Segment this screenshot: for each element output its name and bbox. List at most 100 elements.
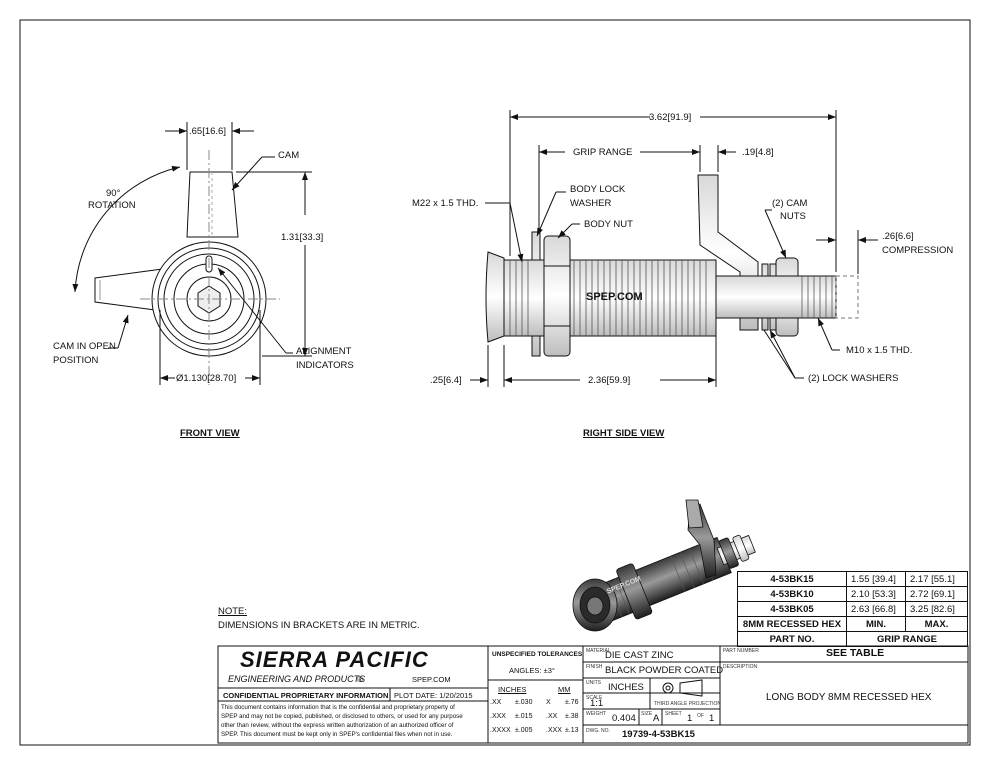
table-subheader: 8MM RECESSED HEX MIN. MAX. (737, 616, 968, 632)
title-block-lines (217, 645, 969, 744)
cam-open-label-1: CAM IN OPEN (53, 341, 116, 352)
lock-washer-label-1: BODY LOCK (570, 184, 626, 195)
weight-label: WEIGHT (586, 711, 606, 717)
tolerance-title: UNSPECIFIED TOLERANCES (492, 651, 583, 658)
cam-thickness-dim: .19[4.8] (742, 147, 774, 158)
front-view-title: FRONT VIEW (180, 428, 240, 439)
finish-value: BLACK POWDER COATED (605, 665, 724, 676)
tol-in-value: ±.005 (515, 727, 533, 734)
confidential-label: CONFIDENTIAL PROPRIETARY INFORMATION (223, 691, 389, 700)
part-cell: 4-53BK15 (737, 571, 847, 587)
dwg-label: DWG. NO. (586, 728, 610, 734)
front-view-drawing (72, 122, 312, 385)
part-cell: 4-53BK10 (737, 586, 847, 602)
tol-mm: .XXX (546, 727, 562, 734)
tol-in-value: ±.015 (515, 713, 533, 720)
cam-nuts-label-2: NUTS (780, 211, 806, 222)
part-cell: 4-53BK05 (737, 601, 847, 617)
disclaimer-line: SPEP. This document must be kept only in… (221, 731, 453, 738)
tol-mm: X (546, 699, 551, 706)
table-row: 4-53BK15 1.55 [39.4] 2.17 [55.1] (737, 571, 968, 587)
side-view-title: RIGHT SIDE VIEW (583, 428, 665, 439)
weight-value: 0.404 (612, 713, 636, 724)
flange-thickness-dim: .25[6.4] (430, 375, 462, 386)
sheet-label: SHEET (665, 711, 682, 717)
disclaimer-line: This document contains information that … (221, 704, 455, 711)
header-part: PART NO. (737, 631, 847, 647)
part-number-label: PART NUMBER (723, 648, 759, 654)
units-value: INCHES (608, 682, 644, 693)
side-view-drawing (470, 110, 878, 387)
company-name: SIERRA PACIFIC (240, 647, 429, 672)
body-thread-label: M22 x 1.5 THD. (412, 198, 479, 209)
part-number-value: SEE TABLE (826, 647, 885, 659)
of-value: 1 (709, 713, 715, 724)
subheader-part: 8MM RECESSED HEX (737, 616, 847, 632)
front-height-dim: 1.31[33.3] (281, 232, 324, 243)
compression-label: COMPRESSION (882, 245, 954, 256)
plot-date: PLOT DATE: 1/20/2015 (394, 691, 473, 700)
finish-label: FINISH (586, 664, 603, 670)
tol-in: .XX (490, 699, 502, 706)
body-nut-label: BODY NUT (584, 219, 633, 230)
mm-header: MM (558, 685, 571, 694)
min-cell: 1.55 [39.4] (846, 571, 906, 587)
tol-in: .XXXX (490, 727, 511, 734)
inches-header: INCHES (498, 685, 527, 694)
body-length-dim: 2.36[59.9] (588, 375, 631, 386)
company-website: SPEP.COM (412, 675, 451, 684)
subheader-min: MIN. (846, 616, 906, 632)
rotation-label: ROTATION (88, 200, 136, 211)
compression-dim: .26[6.6] (882, 231, 914, 242)
isometric-view (572, 499, 756, 632)
drawing-number: 19739-4-53BK15 (622, 729, 695, 740)
tol-in-value: ±.030 (515, 699, 533, 706)
sheet-border (19, 19, 971, 746)
table-row: 4-53BK05 2.63 [66.8] 3.25 [82.6] (737, 601, 968, 617)
tol-mm-value: ±.13 (565, 727, 579, 734)
max-cell: 2.17 [55.1] (905, 571, 968, 587)
rotation-angle-label: 90° (106, 188, 121, 199)
sheet-value: 1 (687, 713, 693, 724)
size-label: SIZE (641, 711, 653, 717)
stud-thread-label: M10 x 1.5 THD. (846, 345, 913, 356)
tol-mm-value: ±.76 (565, 699, 579, 706)
lock-washer-label-2: WASHER (570, 198, 612, 209)
disclaimer-line: SPEP and may not be copied, published, o… (221, 713, 463, 720)
cam-open-label-2: POSITION (53, 355, 99, 366)
alignment-label-2: INDICATORS (296, 360, 354, 371)
grip-range-table: 4-53BK15 1.55 [39.4] 2.17 [55.1] 4-53BK1… (737, 571, 968, 647)
note-text: DIMENSIONS IN BRACKETS ARE IN METRIC. (218, 620, 420, 631)
registered-mark: ® (357, 675, 363, 684)
body-marking: SPEP.COM (586, 291, 643, 303)
size-value: A (653, 713, 660, 724)
material-value: DIE CAST ZINC (605, 650, 674, 661)
company-subtitle: ENGINEERING AND PRODUCTS (228, 674, 366, 684)
projection-label: THIRD ANGLE PROJECTION (654, 701, 721, 707)
max-cell: 2.72 [69.1] (905, 586, 968, 602)
front-width-dim: .65[16.6] (189, 126, 226, 137)
description-value: LONG BODY 8MM RECESSED HEX (766, 692, 932, 703)
subheader-max: MAX. (905, 616, 968, 632)
cam-label: CAM (278, 150, 300, 161)
table-header: PART NO. GRIP RANGE (737, 631, 968, 647)
tol-mm-value: ±.38 (565, 713, 579, 720)
min-cell: 2.10 [53.3] (846, 586, 906, 602)
cam-nuts-label-1: (2) CAM (772, 198, 808, 209)
front-diameter-dim: Ø1.130[28.70] (176, 373, 237, 384)
units-label: UNITS (586, 680, 601, 686)
tol-mm: .XX (546, 713, 558, 720)
disclaimer-line: other than review, without the express w… (221, 722, 454, 729)
grip-range-dim: GRIP RANGE (573, 147, 633, 158)
of-label: OF (697, 713, 704, 719)
note-heading: NOTE: (218, 606, 248, 617)
header-range: GRIP RANGE (846, 631, 968, 647)
tol-in: .XXX (490, 713, 506, 720)
min-cell: 2.63 [66.8] (846, 601, 906, 617)
lock-washers-label: (2) LOCK WASHERS (808, 373, 899, 384)
description-label: DESCRIPTION (723, 664, 758, 670)
scale-value: 1:1 (590, 698, 604, 709)
material-label: MATERIAL (586, 648, 611, 654)
